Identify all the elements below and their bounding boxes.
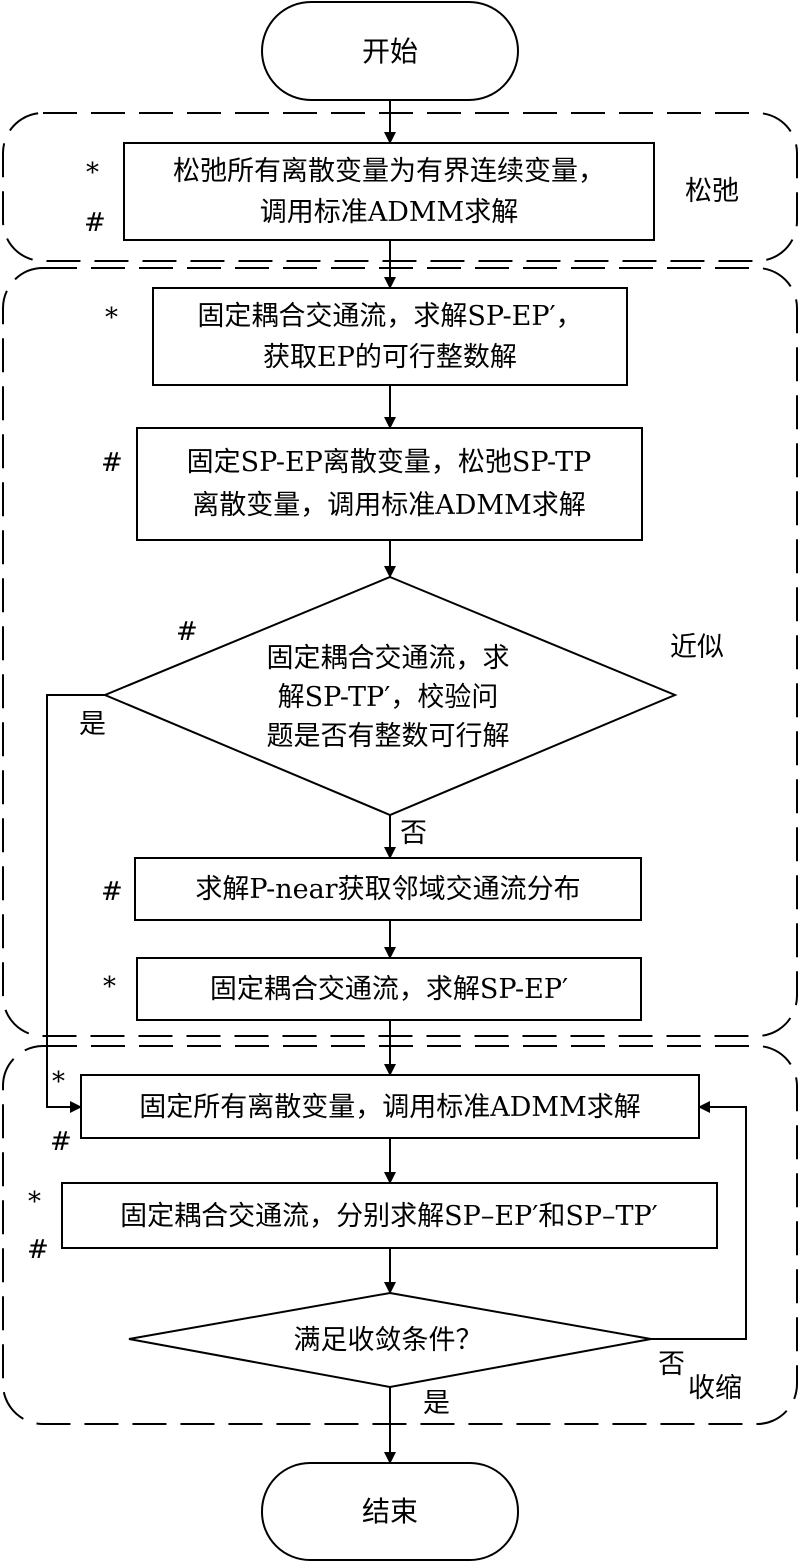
hash-marker: # [84, 208, 106, 238]
relax-all-line1: 松弛所有离散变量为有界连续变量， [173, 156, 605, 187]
stage-relax-label: 松弛 [685, 176, 739, 207]
fix-flow-ep-line2: 获取EP的可行整数解 [263, 342, 517, 373]
fix-all-label: 固定所有离散变量，调用标准ADMM求解 [139, 1092, 640, 1123]
check-tp-line3: 题是否有整数可行解 [267, 721, 510, 752]
fix-flow-both-box [61, 1182, 718, 1249]
hash-marker: # [176, 617, 198, 647]
fix-ep-relax-tp-line2: 离散变量，调用标准ADMM求解 [192, 490, 585, 521]
hash-marker: # [50, 1127, 72, 1157]
star-marker: * [105, 303, 118, 333]
fix-flow-ep2-box [136, 957, 642, 1021]
check-tp-diamond [102, 575, 678, 817]
star-marker: * [52, 1067, 65, 1097]
hash-marker: # [27, 1235, 49, 1265]
converge-no-label: 否 [658, 1349, 685, 1380]
stage-relax-region [2, 112, 798, 262]
arrow-check-yes [46, 694, 105, 1113]
fix-ep-relax-tp-box [136, 427, 643, 541]
fix-ep-relax-tp-line1: 固定SP-EP离散变量，松弛SP-TP [187, 447, 592, 478]
start-terminal [261, 1, 519, 101]
fix-flow-both-label: 固定耦合交通流，分别求解SP–EP′和SP–TP′ [120, 1201, 658, 1232]
star-marker: * [103, 972, 116, 1002]
start-label: 开始 [362, 35, 418, 68]
stage-approx-region [2, 267, 798, 1037]
check-tp-line2: 解SP-TP′，校验问 [278, 682, 499, 713]
end-terminal [261, 1462, 519, 1561]
stage-approx-label: 近似 [670, 632, 724, 663]
relax-all-line2: 调用标准ADMM求解 [260, 197, 518, 228]
markers: * # * # # # * * # * # [27, 158, 198, 1265]
fix-flow-ep2-label: 固定耦合交通流，求解SP-EP′ [210, 974, 568, 1005]
hash-marker: # [101, 877, 123, 907]
end-label: 结束 [362, 1495, 418, 1528]
relax-all-box [123, 142, 655, 241]
converge-diamond [128, 1291, 652, 1389]
check-no-label: 否 [400, 818, 427, 849]
p-near-label: 求解P-near获取邻域交通流分布 [195, 874, 580, 905]
connectors [46, 100, 747, 1464]
stage-shrink-region [2, 1045, 798, 1425]
star-marker: * [28, 1187, 41, 1217]
converge-yes-label: 是 [423, 1388, 450, 1419]
p-near-box [134, 857, 642, 921]
stage-shrink-label: 收缩 [688, 1373, 742, 1404]
fix-flow-ep-line1: 固定耦合交通流，求解SP-EP′， [197, 301, 582, 332]
converge-label: 满足收敛条件？ [294, 1325, 483, 1356]
arrow-converge-no [651, 1101, 747, 1340]
check-yes-label: 是 [79, 709, 106, 740]
fix-flow-ep-box [152, 287, 628, 386]
star-marker: * [86, 158, 99, 188]
fix-all-box [80, 1074, 700, 1139]
check-tp-line1: 固定耦合交通流，求 [267, 643, 510, 674]
hash-marker: # [101, 448, 123, 478]
